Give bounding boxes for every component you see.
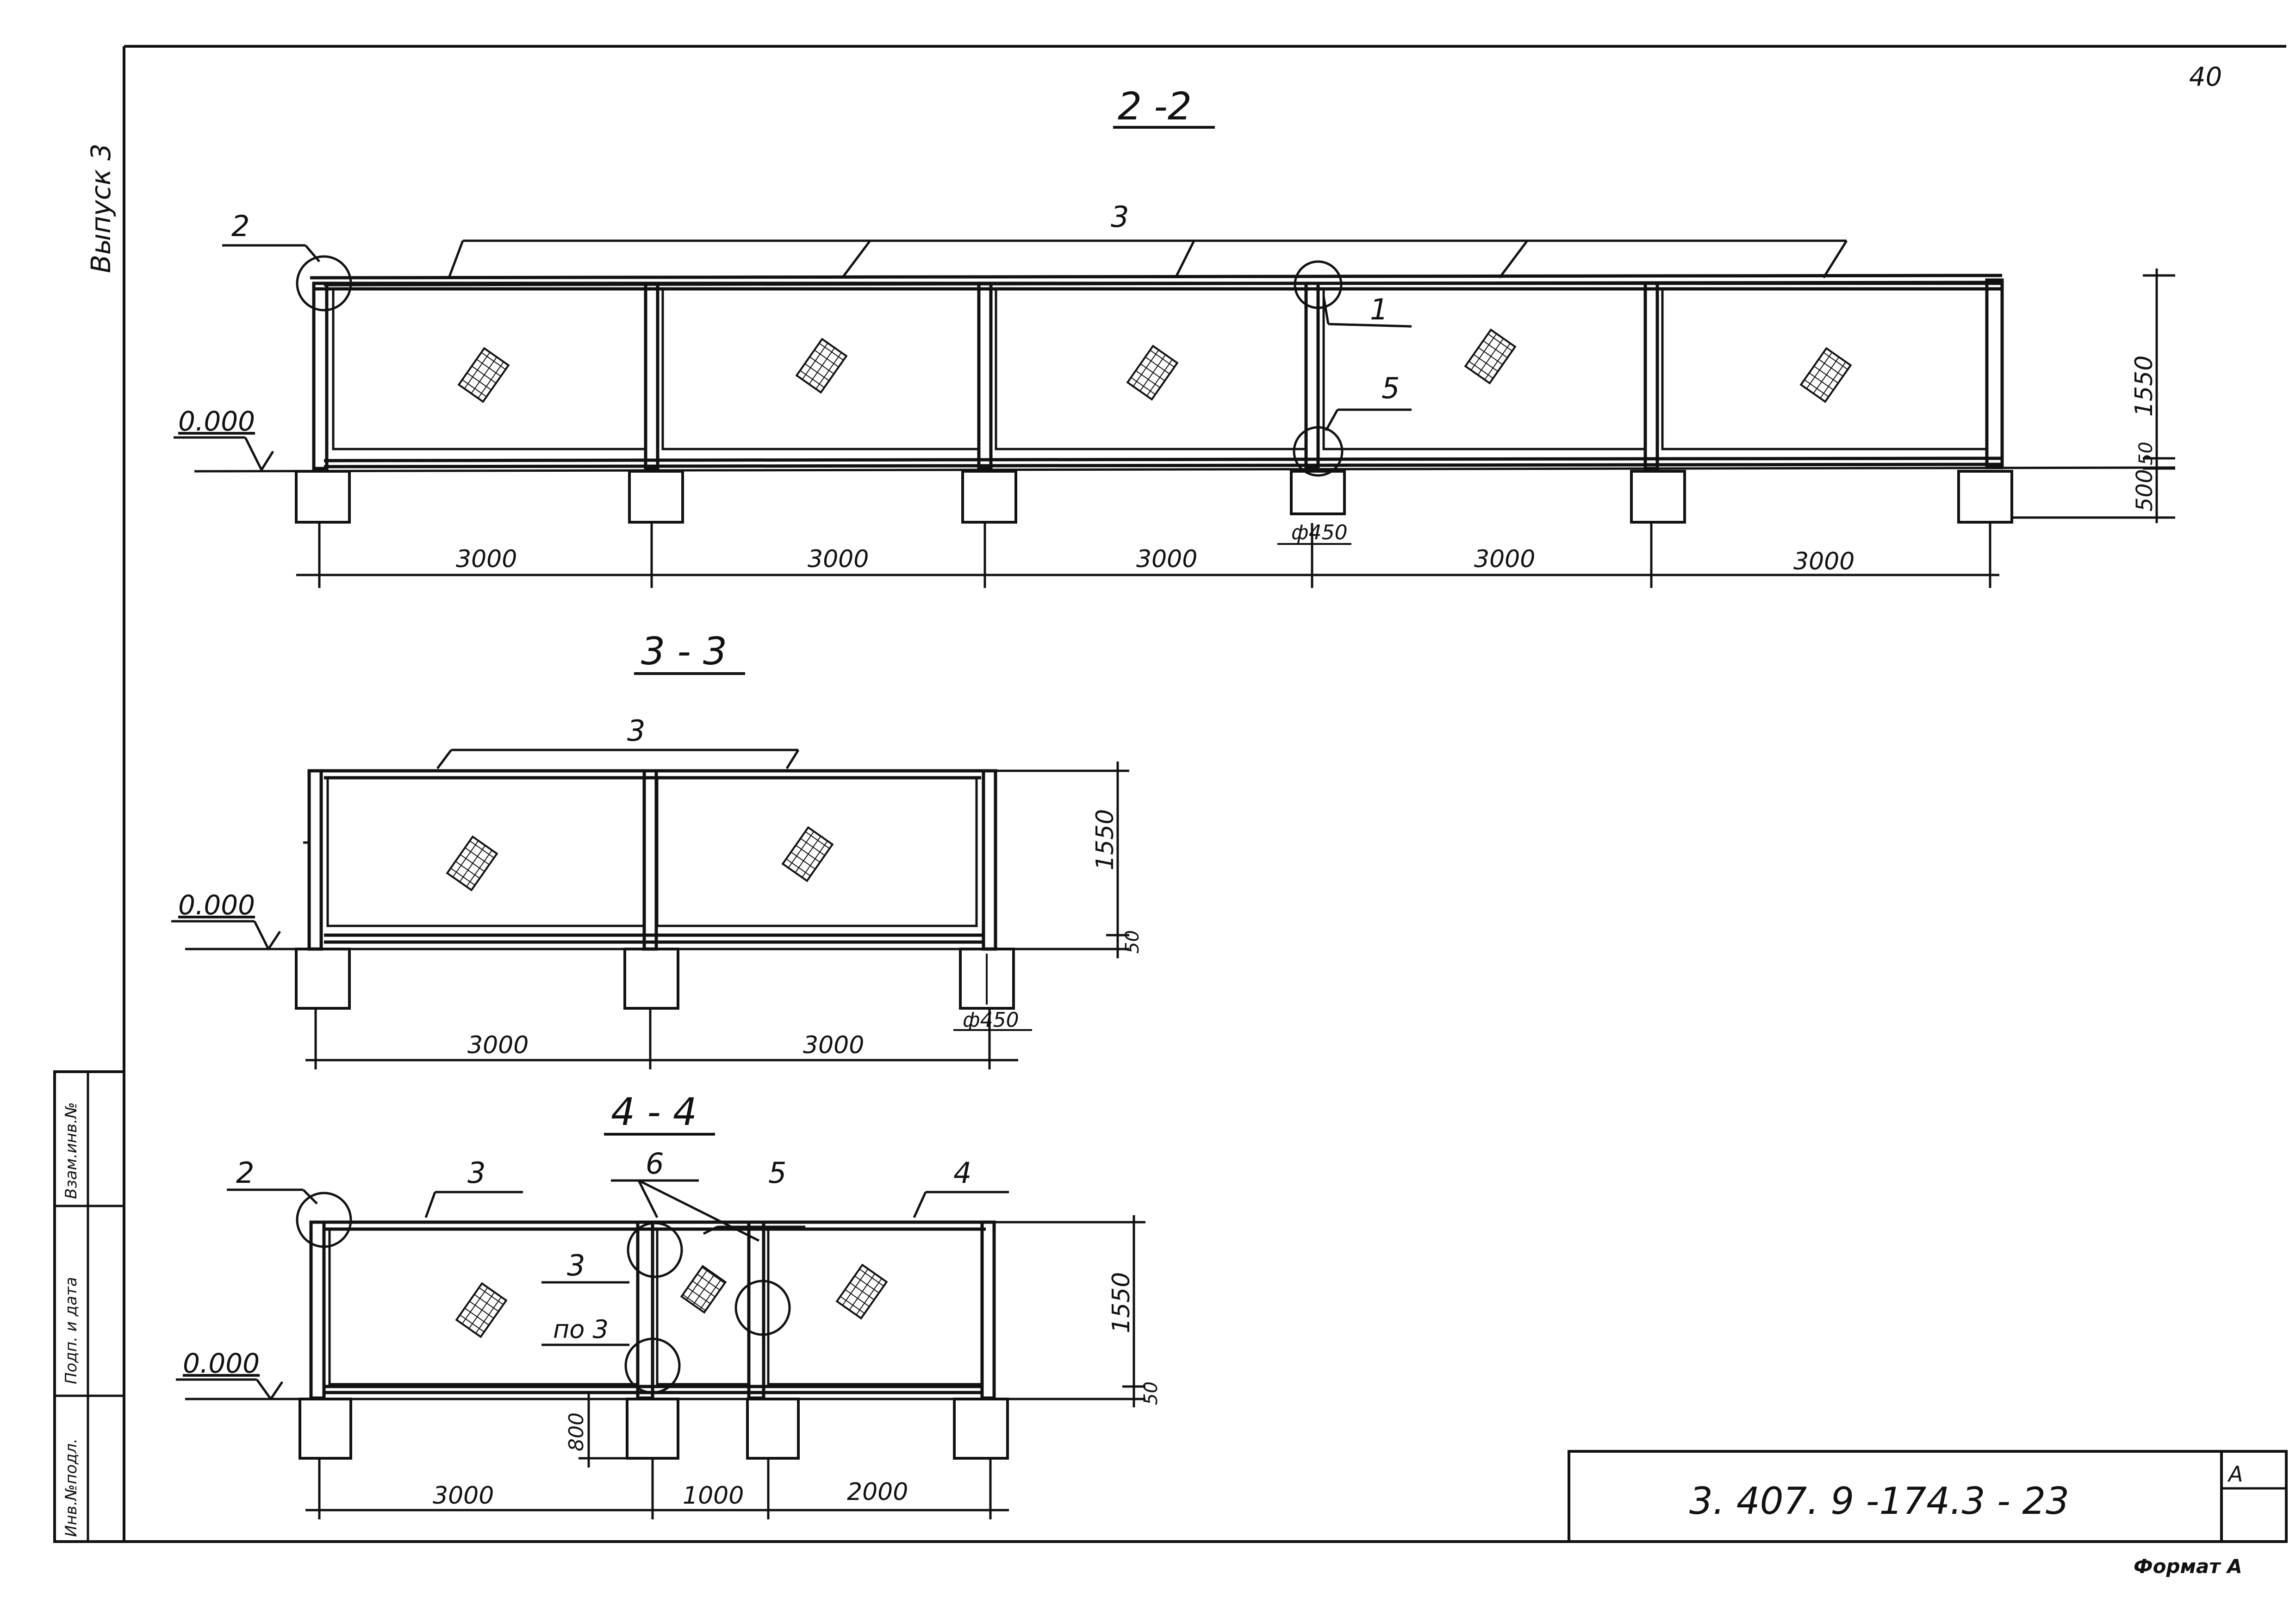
span-2: 3000: [803, 1031, 864, 1059]
callout-3: 3: [627, 714, 645, 748]
callout-5: 5: [1381, 371, 1400, 405]
level-value: 0.000: [178, 406, 255, 437]
fence-frame-4-4: [185, 1220, 1129, 1400]
callouts-2-2: 2 3 1 5: [222, 200, 1848, 477]
format-label: Формат А: [2134, 1555, 2242, 1578]
stamp-cell-replace: Взам.инв.№: [62, 1102, 81, 1199]
stamp-cell-sign: Подп. и дата: [62, 1277, 81, 1384]
level-value: 0.000: [178, 889, 255, 921]
level-value: 0.000: [183, 1348, 260, 1379]
height-1550: 1550: [1108, 1272, 1135, 1333]
callout-3-lower: 3: [567, 1249, 585, 1282]
callout-1: 1: [1370, 293, 1388, 326]
section-3-3: 3 - 3 3: [171, 630, 1143, 1069]
height-50: 50: [1140, 1381, 1162, 1405]
height-800: 800: [565, 1412, 588, 1451]
title-block: 3. 407. 9 -174.3 - 23 А Формат А: [1568, 1450, 2288, 1578]
stamp-cell-inv: Инв.№подл.: [62, 1438, 81, 1537]
piles-3-3: [295, 948, 1015, 1010]
span-2000: 2000: [847, 1478, 908, 1506]
corner-mark: А: [2227, 1462, 2243, 1487]
level-mark-4-4: 0.000: [176, 1348, 284, 1400]
span-1: 3000: [456, 545, 517, 573]
issue-label: Выпуск 3: [85, 144, 117, 273]
callout-3: 3: [1111, 200, 1129, 234]
callouts-4-4: 2 3 6 5 4 3 по 3: [227, 1147, 1009, 1394]
callout-3: 3: [467, 1156, 485, 1190]
page-number: 40: [2189, 62, 2222, 92]
dimension-heights-2-2: 1550 50 500: [2013, 269, 2175, 523]
span-3000: 3000: [433, 1482, 494, 1510]
dimension-spans-2-2: 3000 3000 3000 3000 3000 ф450: [296, 521, 1999, 588]
fence-frame-3-3: [185, 769, 1120, 951]
callout-6: 6: [646, 1147, 664, 1181]
mesh-symbols-3-3: [446, 826, 834, 892]
callout-5: 5: [768, 1156, 786, 1190]
stamp-column: Инв.№подл. Подп. и дата Взам.инв.№ Выпус…: [53, 144, 125, 1543]
pile-diameter: ф450: [963, 1008, 1019, 1032]
callout-4: 4: [953, 1156, 971, 1190]
document-code: 3. 407. 9 -174.3 - 23: [1689, 1480, 2069, 1523]
span-3: 3000: [1136, 545, 1197, 573]
span-2: 3000: [808, 545, 869, 573]
dimension-heights-4-4: 1550 50 800: [565, 1215, 1162, 1468]
piles-2-2: [295, 470, 2013, 524]
section-2-2: 2 -2: [174, 85, 2176, 588]
dimension-heights-3-3: 1550 50: [995, 762, 1143, 958]
height-1550: 1550: [2130, 356, 2158, 417]
level-mark-3-3: 0.000: [171, 889, 281, 950]
span-1000: 1000: [683, 1482, 744, 1510]
section-4-4: 4 - 4: [176, 1090, 1162, 1519]
height-500: 500: [2132, 469, 2158, 512]
dimension-spans-3-3: 3000 3000 ф450: [305, 1008, 1032, 1069]
piles-4-4: [299, 1398, 1009, 1460]
callout-po-3: по 3: [553, 1315, 609, 1344]
callouts-3-3: 3: [436, 714, 800, 769]
mesh-symbols-2-2: [457, 328, 1852, 403]
height-1550: 1550: [1091, 809, 1119, 870]
fence-frame-2-2: [194, 274, 2176, 473]
mesh-symbols-4-4: [455, 1263, 888, 1338]
span-4: 3000: [1474, 545, 1535, 573]
section-4-4-title: 4 - 4: [611, 1090, 697, 1134]
level-mark-2-2: 0.000: [174, 406, 274, 471]
span-5: 3000: [1793, 548, 1854, 575]
callout-2: 2: [231, 209, 249, 243]
dimension-spans-4-4: 3000 1000 2000: [305, 1458, 1009, 1519]
pile-diameter: ф450: [1291, 521, 1348, 544]
height-50: 50: [2135, 442, 2157, 465]
sheet-frame: [123, 45, 2286, 1543]
height-50: 50: [1122, 930, 1143, 954]
callout-2: 2: [236, 1156, 254, 1190]
section-2-2-title: 2 -2: [1118, 85, 1192, 129]
section-3-3-title: 3 - 3: [641, 630, 727, 674]
span-1: 3000: [467, 1031, 529, 1059]
